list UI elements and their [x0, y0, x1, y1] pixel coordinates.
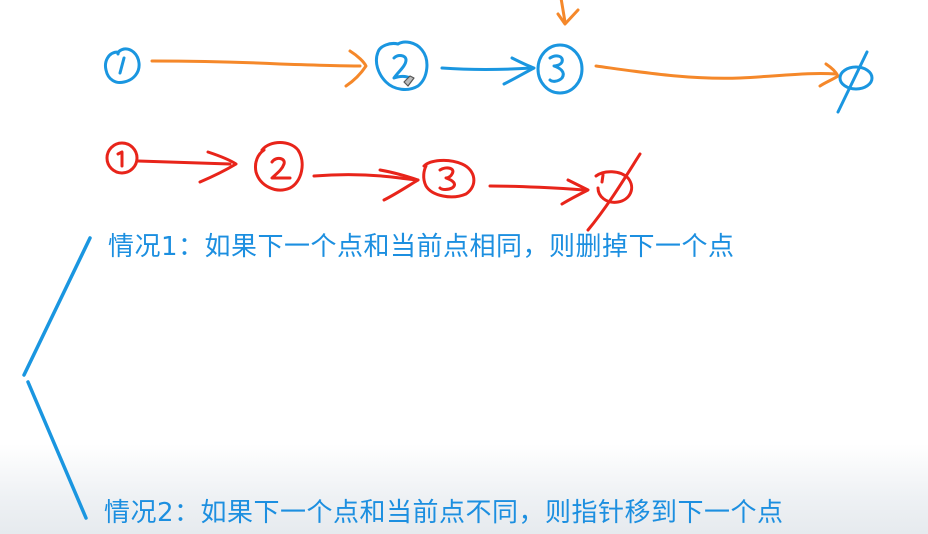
bottom-arrow-2-3 — [312, 168, 420, 202]
case-1-text: 情况1：如果下一个点和当前点相同，则删掉下一个点 — [108, 232, 735, 262]
bottom-null-node — [586, 152, 642, 232]
bottom-node-2 — [254, 141, 304, 192]
case-2-text: 情况2：如果下一个点和当前点不同，则指针移到下一个点 — [104, 498, 784, 528]
bottom-node-3 — [422, 158, 476, 199]
top-null-node — [836, 50, 874, 114]
pen-cursor-icon — [403, 75, 415, 87]
top-arrow-1-2 — [150, 49, 368, 88]
bottom-background-fade — [0, 444, 928, 534]
bottom-arrow-3-null — [488, 178, 590, 206]
top-arrow-2-3 — [440, 56, 536, 86]
top-node-2 — [374, 40, 429, 91]
top-node-3 — [536, 43, 584, 95]
top-arrow-3-null — [594, 62, 840, 88]
bottom-linked-list — [105, 141, 642, 232]
top-linked-list — [104, 0, 874, 114]
bottom-node-1 — [105, 141, 139, 175]
top-node-1 — [104, 47, 141, 84]
case-bracket — [22, 236, 92, 520]
bottom-arrow-1-2 — [136, 150, 238, 184]
top-pointer-arrow — [556, 0, 580, 26]
